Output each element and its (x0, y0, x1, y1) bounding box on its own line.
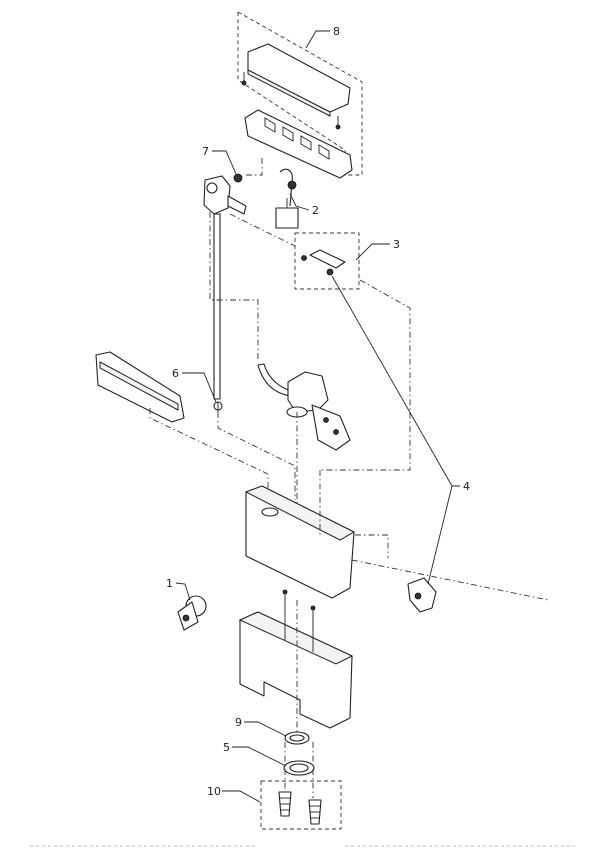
lid-liner (244, 109, 353, 179)
callout-9: 9 (235, 716, 242, 729)
part-8-lid-group (237, 11, 363, 179)
flush-mechanism (311, 404, 351, 451)
callout-leaders (175, 30, 460, 803)
valve-riser-pipe (213, 213, 221, 400)
part-3-cable-group (294, 232, 360, 290)
lid-cover-edge (247, 69, 331, 117)
callout-4: 4 (463, 480, 470, 493)
valve-head (203, 175, 231, 215)
tank-rim (244, 485, 356, 541)
rear-cover-panel (95, 351, 185, 423)
valve-side-arm (227, 195, 247, 215)
part-4-push-button (407, 577, 437, 613)
main-tank (244, 485, 356, 599)
callout-2: 2 (312, 204, 319, 217)
flush-valve-body (287, 371, 329, 413)
callout-7: 7 (202, 145, 209, 158)
callout-labels: 1 2 3 4 5 6 7 8 9 10 (166, 25, 470, 798)
inlet-valve-assembly (203, 173, 247, 412)
callout-5: 5 (223, 741, 230, 754)
callout-6: 6 (172, 367, 179, 380)
tank-outlet (261, 507, 279, 517)
float-block (275, 207, 299, 229)
push-button-body (407, 577, 437, 613)
tank-body (245, 485, 355, 599)
lower-tank (238, 589, 354, 729)
callout-1: 1 (166, 577, 173, 590)
part-10-group-box (260, 780, 342, 830)
assembly-guide-lines (149, 158, 549, 798)
part-3-group-box (294, 232, 360, 290)
part-2-float (275, 168, 299, 229)
part-7-clip (233, 173, 243, 183)
part-5-seal (283, 760, 315, 776)
flush-hose-and-valve (257, 363, 351, 451)
lower-tank-rim (238, 611, 354, 665)
part-10-feet-group (260, 780, 342, 830)
part-9-seal (284, 731, 310, 745)
lid-liner-ribs (264, 117, 330, 160)
cable-link (309, 249, 346, 269)
callout-3: 3 (393, 238, 400, 251)
callout-8: 8 (333, 25, 340, 38)
part-1-knob (177, 595, 207, 631)
lid-screws (241, 72, 341, 130)
callout-10: 10 (207, 785, 221, 798)
